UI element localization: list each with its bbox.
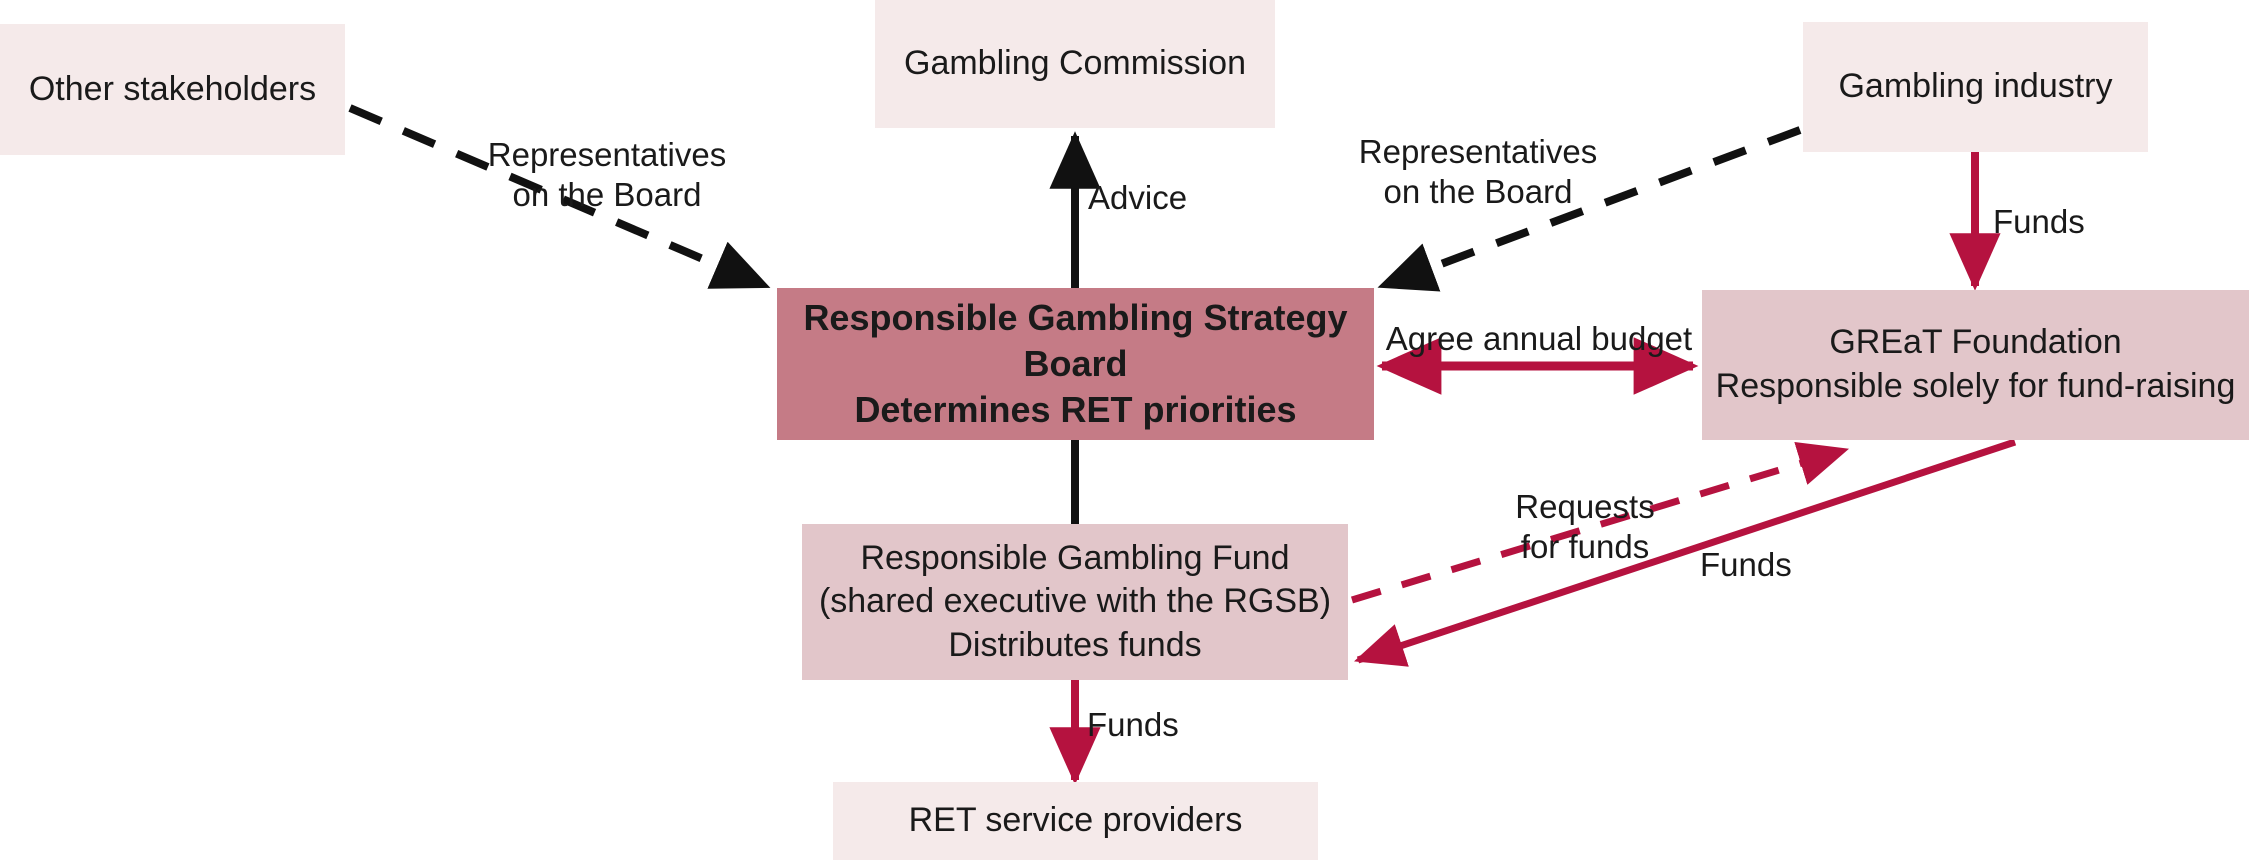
edge-label-industry-to-rgsb: Representatives on the Board bbox=[1358, 133, 1598, 211]
edge-label-requests-for-funds: Requests for funds bbox=[1515, 488, 1655, 566]
node-great-foundation[interactable]: GREaT Foundation Responsible solely for … bbox=[1702, 290, 2249, 440]
node-gambling-commission[interactable]: Gambling Commission bbox=[875, 0, 1275, 128]
edge-label-industry-funds: Funds bbox=[1993, 203, 2085, 240]
node-rgf-label: Responsible Gambling Fund (shared execut… bbox=[818, 538, 1332, 664]
edge-label-advice: Advice bbox=[1088, 179, 1188, 216]
edge-label-great-funds: Funds bbox=[1700, 546, 1792, 583]
edge-label-rgf-funds: Funds bbox=[1087, 706, 1179, 743]
node-rgsb-label: Responsible Gambling Strategy Board Dete… bbox=[803, 296, 1348, 431]
node-gambling-industry[interactable]: Gambling industry bbox=[1803, 22, 2148, 152]
edge-label-stakeholders-to-rgsb: Representatives on the Board bbox=[487, 136, 727, 214]
edge-label-agree-annual-budget: Agree annual budget bbox=[1385, 320, 1693, 357]
node-ret-service-providers[interactable]: RET service providers bbox=[833, 782, 1318, 860]
node-ret-service-providers-label: RET service providers bbox=[908, 801, 1243, 840]
node-gambling-industry-label: Gambling industry bbox=[1838, 67, 2113, 106]
node-rgf[interactable]: Responsible Gambling Fund (shared execut… bbox=[802, 524, 1348, 680]
node-other-stakeholders-label: Other stakeholders bbox=[28, 69, 317, 108]
node-gambling-commission-label: Gambling Commission bbox=[904, 44, 1246, 83]
node-rgsb[interactable]: Responsible Gambling Strategy Board Dete… bbox=[777, 288, 1374, 440]
node-other-stakeholders[interactable]: Other stakeholders bbox=[0, 24, 345, 155]
node-great-foundation-label: GREaT Foundation Responsible solely for … bbox=[1715, 323, 2236, 405]
